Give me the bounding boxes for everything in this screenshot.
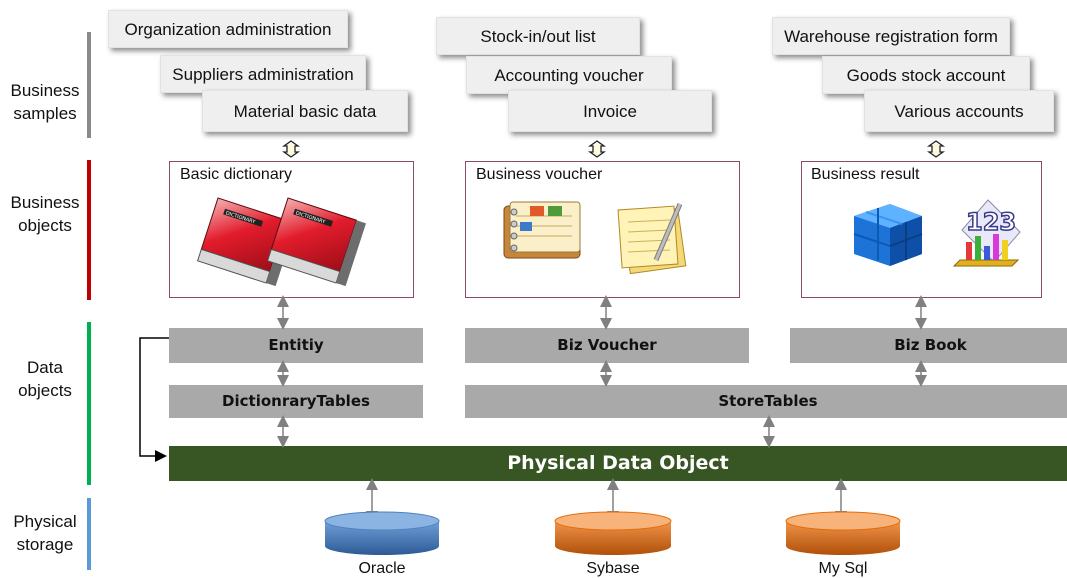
entity-to-physical-connector [139, 337, 169, 462]
sample-goods-stock-account: Goods stock account [822, 56, 1030, 94]
result-icons: 123 [853, 199, 1021, 267]
mysql-label: My Sql [818, 560, 868, 577]
voucher-notebook-icons [503, 201, 687, 275]
layer-bar-business-samples [87, 32, 91, 138]
dictionary-tables-bar: DictionraryTables [169, 385, 423, 418]
basic-dictionary-box: Basic dictionary DICTIONARY DICTIONARY [169, 161, 414, 298]
business-result-title: Business result [811, 166, 920, 183]
double-arrow-icon [281, 140, 301, 158]
oracle-label: Oracle [358, 560, 406, 577]
business-voucher-title: Business voucher [476, 166, 603, 183]
chart-123-icon: 123 [952, 199, 1021, 267]
store-tables-bar: StoreTables [465, 385, 1067, 418]
sample-accounting-voucher: Accounting voucher [466, 56, 672, 94]
layer-label-data-objects: Data objects [18, 358, 72, 400]
sample-organization-administration: Organization administration [108, 10, 348, 48]
sample-invoice: Invoice [508, 90, 712, 132]
layer-label-business-objects: Business objects [10, 193, 80, 235]
layer-label-business-samples: Business samples [10, 81, 80, 123]
double-arrow-icon [587, 140, 607, 158]
layer-label-physical-storage: Physical storage [13, 512, 77, 554]
basic-dictionary-title: Basic dictionary [180, 166, 293, 183]
sample-various-accounts: Various accounts [864, 90, 1054, 132]
sample-warehouse-registration-form: Warehouse registration form [772, 17, 1010, 55]
sample-stock-in-out-list: Stock-in/out list [436, 17, 640, 55]
business-result-box: Business result 123 [801, 161, 1042, 298]
notepad-icon [617, 203, 687, 275]
svg-text:123: 123 [966, 208, 1016, 236]
biz-book-bar: Biz Book [790, 328, 1067, 363]
double-arrow-icon [926, 140, 946, 158]
physical-data-object-bar: Physical Data Object [169, 446, 1067, 481]
sybase-label: Sybase [586, 560, 640, 577]
entity-bar: Entitiy [169, 328, 423, 363]
address-book-icon [503, 201, 581, 259]
business-voucher-box: Business voucher [465, 161, 740, 298]
cube-icon [853, 204, 923, 266]
sample-material-basic-data: Material basic data [202, 90, 408, 132]
biz-voucher-bar: Biz Voucher [465, 328, 749, 363]
mysql-database-icon [785, 511, 901, 555]
layer-bar-physical-storage [87, 498, 91, 570]
dictionary-books-icon: DICTIONARY DICTIONARY [196, 197, 366, 287]
layer-bar-business-objects [87, 160, 91, 300]
oracle-database-icon [324, 511, 440, 555]
sybase-database-icon [554, 511, 672, 555]
layer-bar-data-objects [87, 322, 91, 485]
